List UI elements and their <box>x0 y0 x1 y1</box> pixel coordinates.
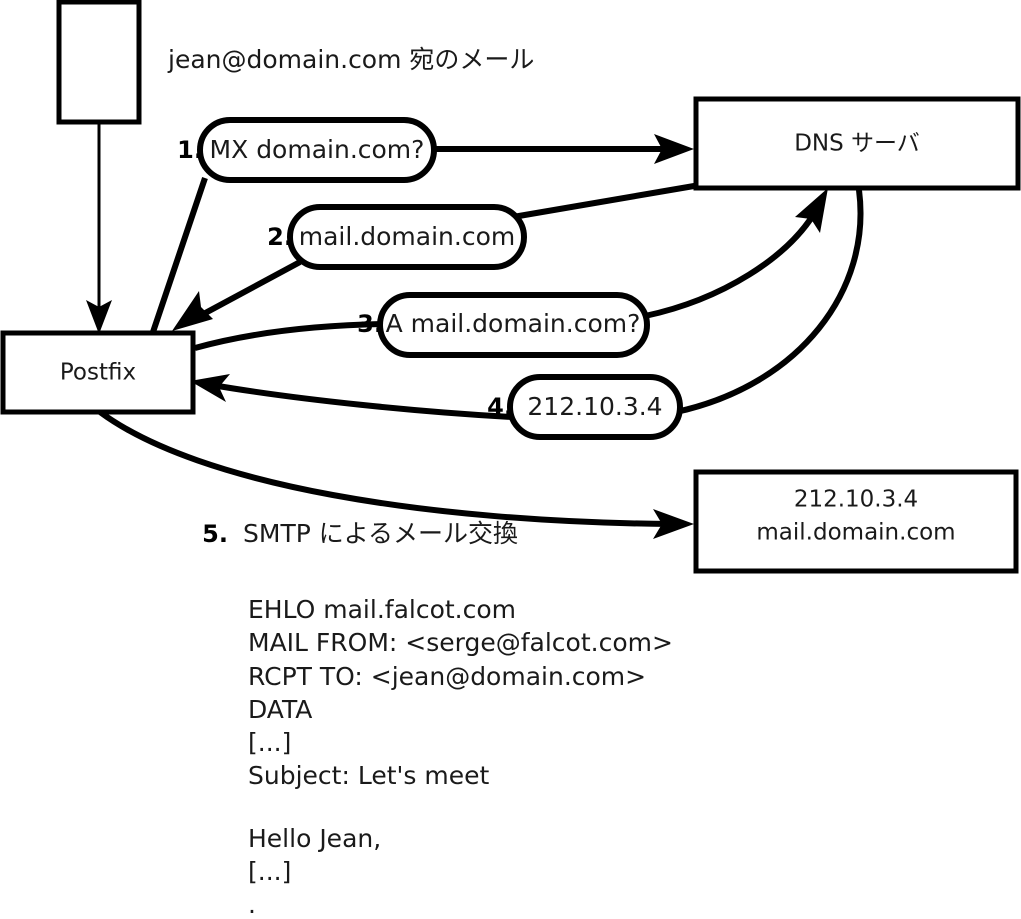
smtp-transcript: EHLO mail.falcot.com MAIL FROM: <serge@f… <box>248 595 673 919</box>
smtp-line: RCPT TO: <jean@domain.com> <box>248 662 646 691</box>
step-3-label: A mail.domain.com? <box>386 309 641 338</box>
edge-step2-dns-to-bubble <box>512 183 695 220</box>
step-4-label: 212.10.3.4 <box>527 392 662 421</box>
postfix-node[interactable]: Postfix <box>0 330 196 415</box>
edge-step3-bubble-to-dns <box>644 188 828 319</box>
edge-step3-postfix-to-bubble <box>194 321 385 351</box>
edge-step4-bubble-to-postfix <box>190 374 513 420</box>
mailserver-host-label: mail.domain.com <box>756 520 955 546</box>
dns-server-node[interactable]: DNS サーバ <box>693 96 1021 191</box>
smtp-line: [...] <box>248 857 291 886</box>
smtp-line: . <box>248 890 256 919</box>
smtp-line: [...] <box>248 728 291 757</box>
step-1-bubble[interactable] <box>197 117 437 183</box>
edge-step5-postfix-to-mailserver <box>98 409 694 539</box>
edge-step1-postfix-to-bubble <box>150 177 208 333</box>
postfix-label: Postfix <box>60 360 136 386</box>
step-2-label: mail.domain.com <box>299 222 515 251</box>
mailserver-node[interactable]: 212.10.3.4 mail.domain.com <box>693 469 1019 574</box>
dns-server-label: DNS サーバ <box>794 131 920 157</box>
edge-sender-to-postfix <box>86 122 112 334</box>
step-4-bubble-group[interactable]: 4. 212.10.3.4 <box>487 374 683 440</box>
step-5-number: 5. <box>202 520 228 548</box>
dns-server-box[interactable] <box>693 96 1021 191</box>
postfix-box[interactable] <box>0 330 196 415</box>
mail-destination-caption: jean@domain.com 宛のメール <box>167 45 534 74</box>
mailserver-box[interactable] <box>693 469 1019 574</box>
smtp-line: EHLO mail.falcot.com <box>248 595 516 624</box>
smtp-line: Hello Jean, <box>248 824 381 853</box>
step-5-caption-group: 5. SMTP によるメール交換 <box>202 519 518 548</box>
smtp-line: MAIL FROM: <serge@falcot.com> <box>248 628 673 657</box>
mailserver-ip-label: 212.10.3.4 <box>794 487 918 513</box>
step-5-label: SMTP によるメール交換 <box>243 519 518 548</box>
edge-step1-bubble-to-dns <box>430 134 694 164</box>
edge-step2-bubble-to-postfix <box>172 259 302 331</box>
sender-box[interactable] <box>56 0 142 125</box>
step-3-bubble[interactable] <box>377 292 650 358</box>
step-4-bubble[interactable] <box>507 374 683 440</box>
step-1-bubble-group[interactable]: 1. MX domain.com? <box>177 117 437 183</box>
smtp-line: Subject: Let's meet <box>248 761 489 790</box>
step-2-bubble[interactable] <box>287 204 527 270</box>
step-1-label: MX domain.com? <box>210 135 425 164</box>
edge-step4-dns-to-bubble <box>675 189 864 415</box>
step-3-bubble-group[interactable]: 3. A mail.domain.com? <box>357 292 650 358</box>
step-2-bubble-group[interactable]: 2. mail.domain.com <box>267 204 527 270</box>
smtp-line: DATA <box>248 695 312 724</box>
